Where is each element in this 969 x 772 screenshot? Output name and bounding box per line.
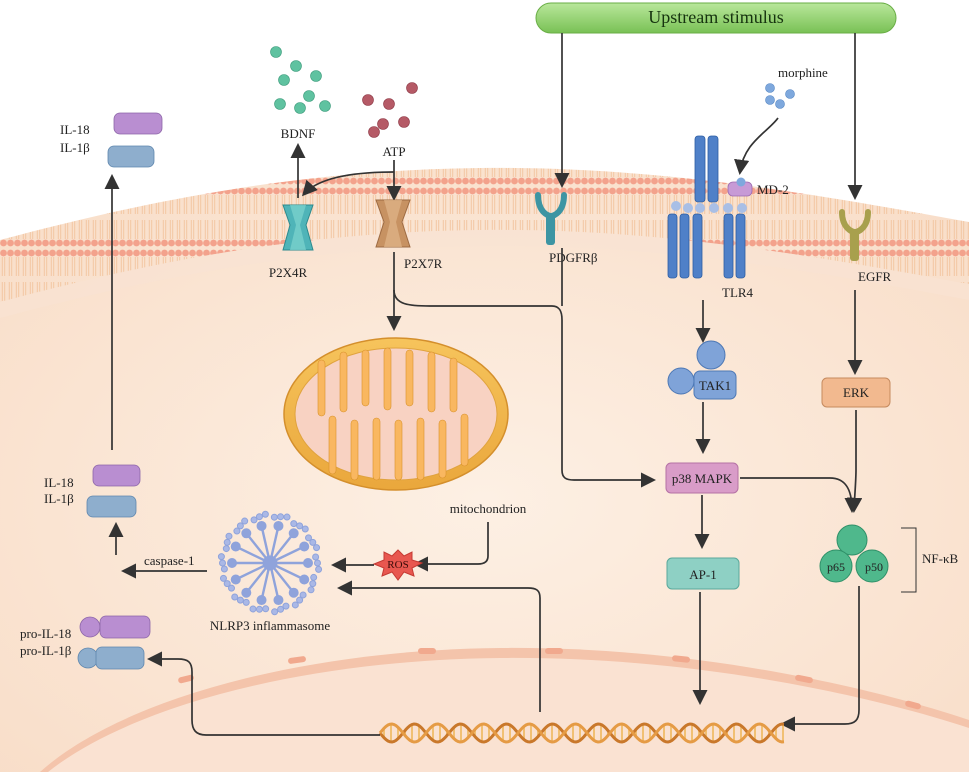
ros-burst (372, 549, 424, 581)
mitochondrion (283, 337, 509, 491)
nlrp3-label: NLRP3 inflammasome (210, 618, 330, 633)
il18-mid-label: IL-18 (44, 475, 74, 490)
egfr-receptor (839, 209, 871, 261)
atp-dots (362, 82, 418, 138)
il18-top-label: IL-18 (60, 122, 90, 137)
md2-label: MD-2 (757, 182, 789, 197)
p65-label: p65 (827, 560, 845, 574)
nfkb-label: NF-κB (922, 551, 958, 566)
il-mid-proteins (86, 464, 141, 518)
stimulus-arrows (554, 33, 863, 201)
egfr-label: EGFR (858, 269, 892, 284)
bdnf-dots (270, 46, 331, 114)
tlr4-receptor (667, 135, 753, 279)
pro-il18-label: pro-IL-18 (20, 626, 71, 641)
p2x4r-label: P2X4R (269, 265, 308, 280)
tlr4-label: TLR4 (722, 285, 754, 300)
p38-mapk-box (665, 462, 739, 494)
p2x7r-receptor (375, 199, 411, 248)
erk-box (821, 377, 891, 408)
pdgfrb-label: PDGFRβ (549, 250, 598, 265)
mito-label: mitochondrion (450, 501, 527, 516)
nfkb-complex (819, 524, 917, 593)
caspase-label: caspase-1 (144, 553, 195, 568)
il1b-top-label: IL-1β (60, 140, 90, 155)
il-top-proteins (107, 112, 163, 168)
il1b-mid-label: IL-1β (44, 491, 74, 506)
pdgfrb-receptor (535, 192, 567, 245)
nlrp3-inflammasome (217, 510, 323, 616)
stimulus-label: Upstream stimulus (648, 7, 784, 27)
erk-label: ERK (843, 385, 870, 400)
pro-il1b-label: pro-IL-1β (20, 643, 72, 658)
ros-label: ROS (387, 559, 408, 571)
upstream-stimulus: Upstream stimulus (535, 2, 897, 34)
cytoplasm (0, 167, 969, 772)
p2x7r-label: P2X7R (404, 256, 443, 271)
tak1-complex (667, 340, 737, 400)
morphine-label: morphine (778, 65, 828, 80)
pro-il-proteins (77, 615, 151, 670)
bdnf-label: BDNF (281, 126, 316, 141)
p38-label: p38 MAPK (672, 471, 733, 486)
p50-label: p50 (865, 560, 883, 574)
morphine-dots (765, 83, 795, 109)
atp-label: ATP (382, 144, 405, 159)
tak1-label: TAK1 (699, 378, 731, 393)
ap1-label: AP-1 (689, 567, 716, 582)
ap1-box (666, 557, 740, 590)
p2x4r-receptor (282, 204, 314, 251)
dna-helix (378, 722, 785, 744)
